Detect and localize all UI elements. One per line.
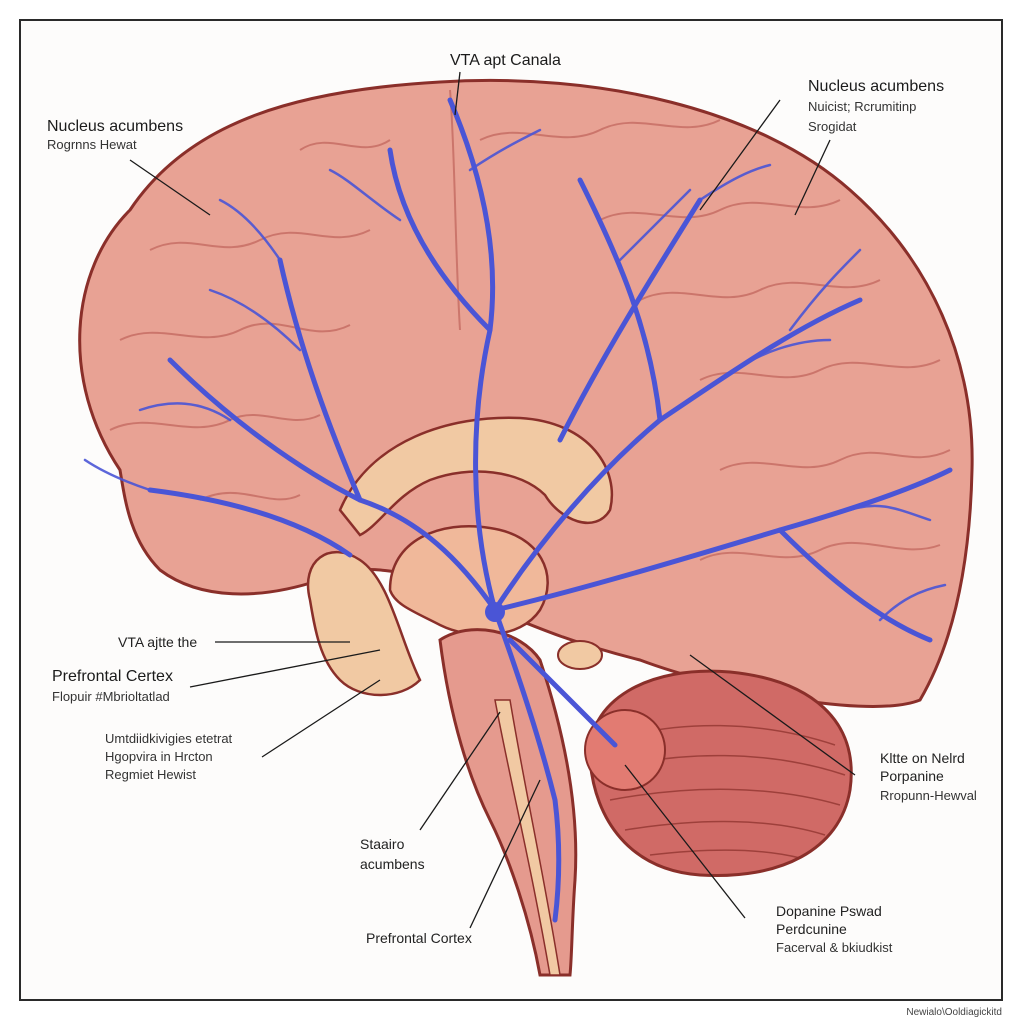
label-top-center: VTA apt Canala [450,52,561,69]
label-top-left-title: Nucleus acumbens [47,118,184,135]
label-striatum-2: acumbens [360,856,425,872]
label-top-right-sub2: Srogidat [808,119,857,134]
label-top-right-sub1: Nuicist; Rcrumitinp [808,99,917,114]
thalamus [388,525,549,636]
pathway-branches [83,128,947,622]
label-right-mid-2: Porpanine [880,768,944,784]
limbic-arc [306,550,422,697]
label-right-mid-3: Rropunn-Hewval [880,788,977,803]
label-left-block-3: Regmiet Hewist [105,767,197,782]
label-top-right-title: Nucleus acumbens [808,78,945,95]
label-left-block-2: Hgopvira in Hrcton [105,749,213,764]
label-left-block-1: Umtdiidkivigies etetrat [105,731,233,746]
pons [584,709,666,791]
label-pfc-sub: Flopuir #Mbrioltatlad [52,689,170,704]
cerebellum [588,669,853,878]
credit-text: Newialo\Ooldiagickitd [906,1007,1002,1018]
cortex-folds [109,89,951,561]
label-right-bottom-3: Facerval & bkiudkist [776,940,893,955]
dopamine-pathways [147,97,953,923]
label-right-bottom-2: Perdcunine [776,921,847,937]
small-nucleus [557,640,603,670]
vta-node [485,602,505,622]
label-top-left-sub: Rogrnns Hewat [47,137,137,152]
label-right-bottom-1: Dopanine Pswad [776,903,882,919]
label-pfc-title: Prefrontal Certex [52,668,173,685]
label-striatum-1: Staairo [360,836,405,852]
corpus-callosum [338,416,614,537]
spinal-cord-core [494,699,561,976]
label-vta: VTA ajtte the [118,634,198,650]
label-bottom-pfc: Prefrontal Cortex [366,930,472,946]
label-right-mid-1: Kltte on Nelrd [880,750,965,766]
leader-lines [129,71,856,929]
